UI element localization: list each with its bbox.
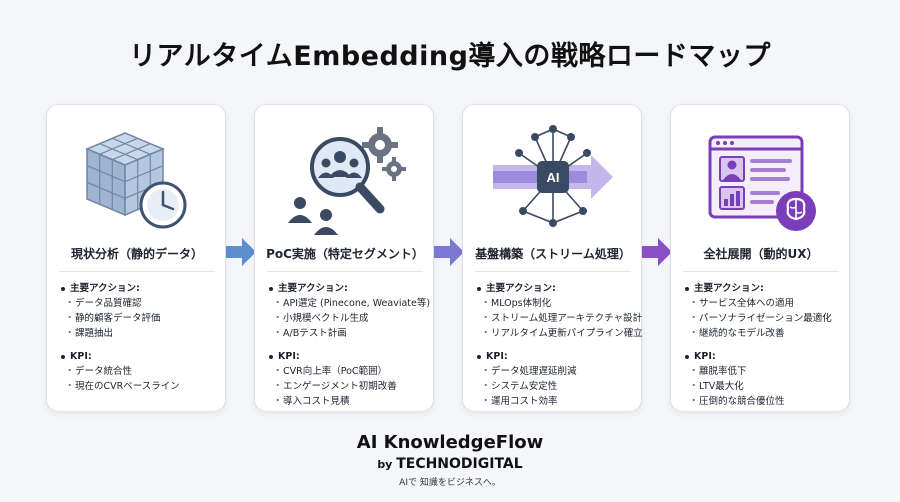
brand-name: AI KnowledgeFlow <box>356 432 544 453</box>
bullet-dot-icon <box>61 286 65 291</box>
action-item: パーソナライゼーション最適化 <box>689 311 847 326</box>
kpi-item: 圧倒的な競合優位性 <box>689 394 847 409</box>
card-divider <box>475 271 631 272</box>
kpi-item: 離脱率低下 <box>689 364 847 379</box>
actions-section: 主要アクション: データ品質確認 静的顧客データ評価 課題抽出 <box>61 281 223 341</box>
bullet-dot-icon <box>477 286 481 291</box>
bullet-dot-icon <box>477 354 481 359</box>
page-title: リアルタイムEmbedding導入の戦略ロードマップ <box>129 41 771 72</box>
action-item: サービス全体への適用 <box>689 296 847 311</box>
action-item: データ品質確認 <box>65 296 223 311</box>
kpi-section: KPI: CVR向上率（PoC範囲） エンゲージメント初期改善 導入コスト見積 <box>269 349 431 409</box>
action-item: リアルタイム更新パイプライン確立 <box>481 326 643 341</box>
kpi-section: KPI: データ統合性 現在のCVRベースライン <box>61 349 223 394</box>
kpi-item: 導入コスト見積 <box>273 394 431 409</box>
actions-section: 主要アクション: サービス全体への適用 パーソナライゼーション最適化 継続的なモ… <box>685 281 847 341</box>
stage-card-2: PoC実施（特定セグメント） 主要アクション: API選定 (Pinecone,… <box>254 104 434 412</box>
company-name: TECHNODIGITAL <box>396 456 523 472</box>
actions-heading: 主要アクション: <box>486 283 556 294</box>
kpi-item: CVR向上率（PoC範囲） <box>273 364 431 379</box>
personalized-screen-brain-icon <box>671 119 851 237</box>
svg-text:AI: AI <box>547 170 560 185</box>
stage-body: 主要アクション: サービス全体への適用 パーソナライゼーション最適化 継続的なモ… <box>685 281 847 417</box>
arrow-right-icon <box>226 238 256 266</box>
card-divider <box>267 271 423 272</box>
bullet-dot-icon <box>61 354 65 359</box>
action-item: 継続的なモデル改善 <box>689 326 847 341</box>
kpi-item: システム安定性 <box>481 379 639 394</box>
kpi-heading: KPI: <box>70 351 92 362</box>
stage-body: 主要アクション: データ品質確認 静的顧客データ評価 課題抽出 KPI: データ… <box>61 281 223 402</box>
stage-body: 主要アクション: MLOps体制化 ストリーム処理アーキテクチャ設計 リアルタイ… <box>477 281 643 417</box>
action-item: ストリーム処理アーキテクチャ設計 <box>481 311 642 326</box>
stage-card-1: 現状分析（静的データ） 主要アクション: データ品質確認 静的顧客データ評価 課… <box>46 104 226 412</box>
bullet-dot-icon <box>269 286 273 291</box>
action-item: API選定 (Pinecone, Weaviate等) <box>273 296 431 311</box>
action-item: 課題抽出 <box>65 326 223 341</box>
kpi-heading: KPI: <box>486 351 508 362</box>
byline-prefix: by <box>377 458 393 471</box>
brand-tagline: AIで 知識をビジネスへ。 <box>399 478 501 488</box>
actions-section: 主要アクション: MLOps体制化 ストリーム処理アーキテクチャ設計 リアルタイ… <box>477 281 643 341</box>
bullet-dot-icon <box>269 354 273 359</box>
ai-network-arrow-icon: AI <box>463 119 643 237</box>
stage-card-4: 全社展開（動的UX） 主要アクション: サービス全体への適用 パーソナライゼーシ… <box>670 104 850 412</box>
kpi-item: LTV最大化 <box>689 379 847 394</box>
arrow-right-icon <box>434 238 464 266</box>
stage-title: PoC実施（特定セグメント） <box>266 247 424 261</box>
actions-heading: 主要アクション: <box>694 283 764 294</box>
card-divider <box>59 271 215 272</box>
stage-title: 全社展開（動的UX） <box>703 247 819 261</box>
action-item: 静的顧客データ評価 <box>65 311 223 326</box>
action-item: 小規模ベクトル生成 <box>273 311 431 326</box>
action-item: MLOps体制化 <box>481 296 639 311</box>
actions-heading: 主要アクション: <box>278 283 348 294</box>
stage-card-3: AI 基盤構築（ストリーム処理） 主要アクション: MLOps体制化 ストリーム… <box>462 104 643 412</box>
kpi-item: エンゲージメント初期改善 <box>273 379 431 394</box>
magnifier-people-gears-icon <box>255 119 435 237</box>
stage-title: 基盤構築（ストリーム処理） <box>475 247 631 261</box>
brand-byline: by TECHNODIGITAL <box>0 456 900 472</box>
kpi-item: 運用コスト効率 <box>481 394 639 409</box>
arrow-right-icon <box>642 238 672 266</box>
kpi-heading: KPI: <box>278 351 300 362</box>
kpi-item: データ処理遅延削減 <box>481 364 639 379</box>
kpi-section: KPI: データ処理遅延削減 システム安定性 運用コスト効率 <box>477 349 639 409</box>
action-item: A/Bテスト計画 <box>273 326 431 341</box>
kpi-item: 現在のCVRベースライン <box>65 379 223 394</box>
bullet-dot-icon <box>685 354 689 359</box>
stage-body: 主要アクション: API選定 (Pinecone, Weaviate等) 小規模… <box>269 281 431 417</box>
kpi-heading: KPI: <box>694 351 716 362</box>
card-divider <box>683 271 839 272</box>
stage-title: 現状分析（静的データ） <box>70 247 203 261</box>
actions-heading: 主要アクション: <box>70 283 140 294</box>
kpi-item: データ統合性 <box>65 364 223 379</box>
bullet-dot-icon <box>685 286 689 291</box>
kpi-section: KPI: 離脱率低下 LTV最大化 圧倒的な競合優位性 <box>685 349 847 409</box>
actions-section: 主要アクション: API選定 (Pinecone, Weaviate等) 小規模… <box>269 281 431 341</box>
database-cube-clock-icon <box>47 119 227 237</box>
